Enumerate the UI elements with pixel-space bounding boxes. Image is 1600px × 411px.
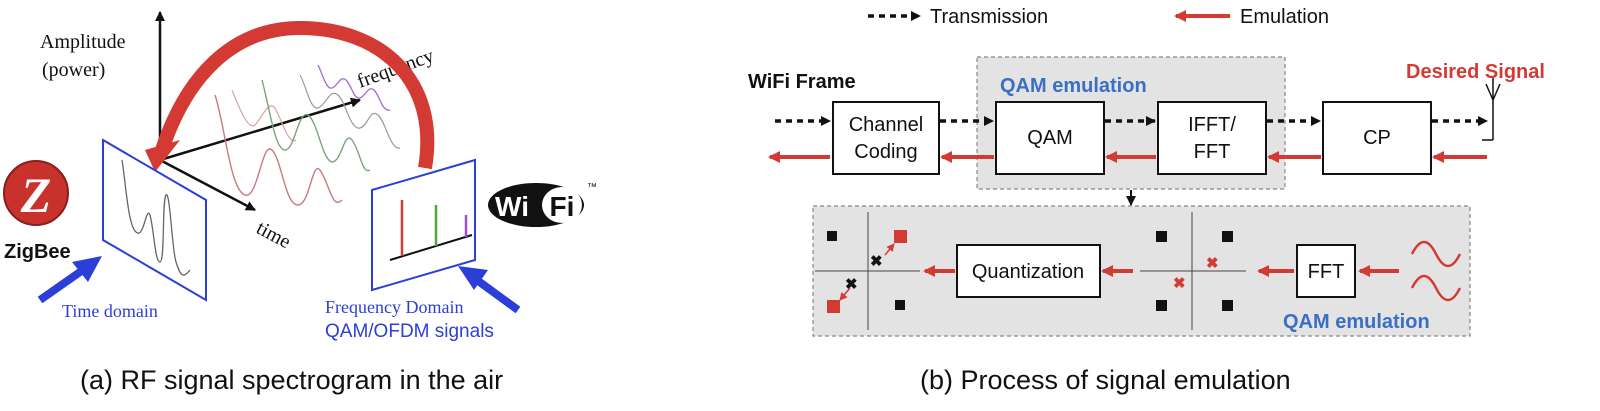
quantized-constellation: ✖ ✖ bbox=[815, 212, 920, 330]
frequency-domain-label: Frequency Domain bbox=[325, 297, 463, 317]
frequency-domain-panel bbox=[371, 158, 476, 292]
svg-text:✖: ✖ bbox=[870, 253, 883, 270]
zigbee-label: ZigBee bbox=[4, 241, 71, 263]
svg-text:Z: Z bbox=[20, 167, 52, 223]
caption-a: (a) RF signal spectrogram in the air bbox=[80, 365, 503, 395]
time-domain-pointer-head bbox=[72, 256, 102, 282]
qam-block-label: QAM bbox=[1027, 127, 1073, 149]
caption-b: (b) Process of signal emulation bbox=[920, 365, 1291, 395]
amplitude-label: Amplitude bbox=[40, 31, 126, 53]
frequency-axis bbox=[159, 97, 361, 162]
transform-curved-arrow bbox=[155, 20, 435, 170]
waveform-green bbox=[261, 79, 371, 172]
time-label: time bbox=[253, 217, 295, 253]
desired-signal-label: Desired Signal bbox=[1406, 61, 1545, 83]
waveform-purple bbox=[317, 64, 391, 111]
quantization-label: Quantization bbox=[972, 261, 1084, 283]
ifft-fft-block bbox=[1157, 101, 1267, 175]
svg-text:✖: ✖ bbox=[1173, 275, 1186, 292]
waveform-grey bbox=[299, 74, 401, 149]
svg-text:Fi: Fi bbox=[550, 191, 575, 222]
time-domain-label: Time domain bbox=[62, 301, 158, 321]
fft-block bbox=[1296, 244, 1356, 298]
svg-text:✖: ✖ bbox=[1206, 255, 1219, 272]
qam-ofdm-label: QAM/OFDM signals bbox=[325, 321, 494, 342]
channel-coding-block bbox=[832, 101, 940, 175]
panel-b: Transmission Emulation QAM emulation WiF… bbox=[748, 6, 1545, 395]
waveform-red bbox=[214, 94, 343, 206]
sine-wave-icon bbox=[1410, 240, 1462, 302]
time-axis bbox=[159, 158, 256, 212]
panel-a: Amplitude (power) frequency time Z ZigBe… bbox=[3, 11, 597, 395]
svg-text:™: ™ bbox=[587, 182, 597, 193]
qam-emulation-bottom-label: QAM emulation bbox=[1283, 311, 1430, 333]
frequency-baseline bbox=[389, 234, 473, 261]
cp-block bbox=[1322, 101, 1432, 175]
legend-transmission-label: Transmission bbox=[930, 6, 1048, 28]
channel-coding-label-1: Channel bbox=[849, 114, 924, 136]
svg-text:✖: ✖ bbox=[845, 276, 858, 293]
transform-arrow-head bbox=[145, 140, 180, 172]
ifft-label-1: IFFT/ bbox=[1188, 114, 1236, 136]
waveform-pink bbox=[231, 89, 297, 142]
zigbee-logo: Z ZigBee bbox=[3, 160, 71, 263]
received-constellation: ✖ ✖ bbox=[1140, 212, 1246, 330]
cp-block-label: CP bbox=[1363, 127, 1391, 149]
fft-block-label: FFT bbox=[1308, 261, 1345, 283]
svg-text:Wi: Wi bbox=[495, 191, 529, 222]
qam-block bbox=[995, 101, 1105, 175]
power-label: (power) bbox=[42, 59, 105, 81]
frequency-domain-pointer-head bbox=[458, 266, 488, 290]
quantization-block bbox=[956, 244, 1101, 298]
wifi-frame-label: WiFi Frame bbox=[748, 71, 856, 93]
time-domain-waveform bbox=[121, 159, 191, 276]
wifi-logo: Wi Fi ™ bbox=[488, 182, 597, 227]
channel-coding-label-2: Coding bbox=[854, 141, 917, 163]
legend-emulation-label: Emulation bbox=[1240, 6, 1329, 28]
qam-emulation-top-label: QAM emulation bbox=[1000, 75, 1147, 97]
antenna-icon bbox=[1482, 78, 1501, 141]
ifft-label-2: FFT bbox=[1194, 141, 1231, 163]
time-domain-panel bbox=[102, 138, 207, 302]
